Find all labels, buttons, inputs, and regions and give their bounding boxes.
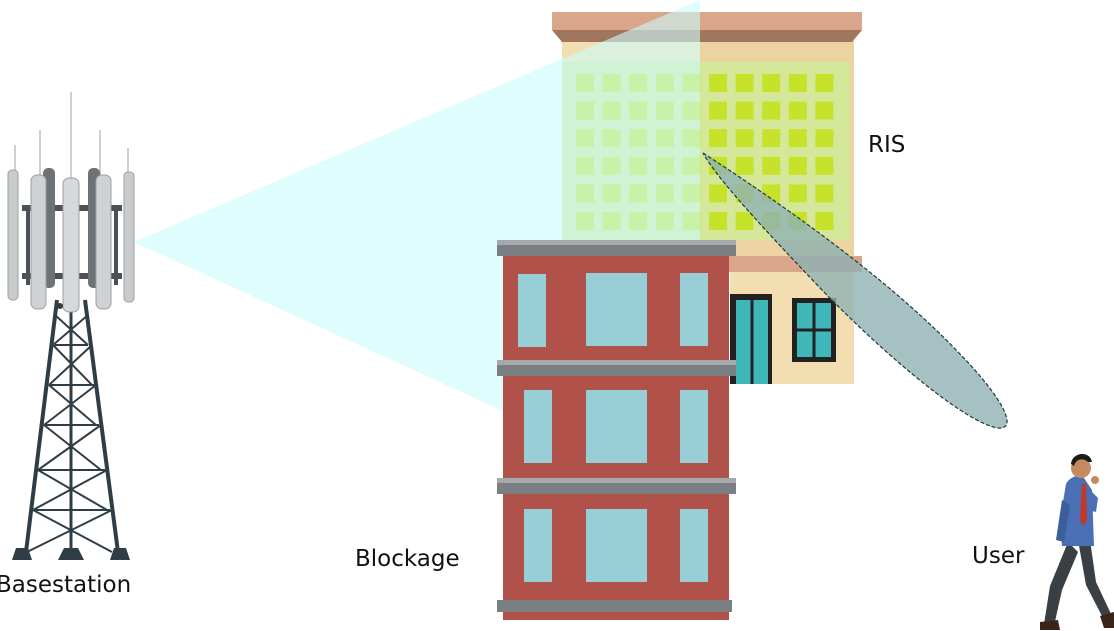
ris-element	[788, 74, 807, 92]
ris-element	[735, 156, 754, 175]
ris-element	[735, 212, 754, 230]
ris-element	[735, 101, 754, 120]
ris-element	[709, 212, 727, 230]
ris-element	[762, 156, 781, 175]
ris-element	[762, 101, 781, 120]
person-walking-icon	[1040, 453, 1114, 630]
ris-element	[788, 101, 807, 120]
basestation-label: Basestation	[0, 572, 131, 598]
ris-element	[788, 156, 807, 175]
ris-element	[815, 74, 834, 92]
ris-element	[709, 101, 727, 120]
ris-element	[709, 74, 727, 92]
reflected-beam	[702, 152, 1008, 429]
blockage-building	[497, 240, 736, 620]
ris-element	[709, 184, 727, 203]
ris-element	[709, 129, 727, 148]
blockage-label: Blockage	[355, 546, 460, 572]
ris-element	[762, 74, 781, 92]
ris-element	[788, 184, 807, 203]
ris-element	[815, 212, 834, 230]
ris-element	[815, 156, 834, 175]
ris-element	[735, 129, 754, 148]
ris-element	[815, 184, 834, 203]
ris-element	[815, 129, 834, 148]
ris-element	[735, 74, 754, 92]
ris-element	[788, 129, 807, 148]
ris-element	[815, 101, 834, 120]
user-label: User	[972, 543, 1025, 569]
cell-tower-icon	[7, 92, 135, 560]
ris-element	[762, 129, 781, 148]
ris-label: RIS	[868, 132, 905, 158]
